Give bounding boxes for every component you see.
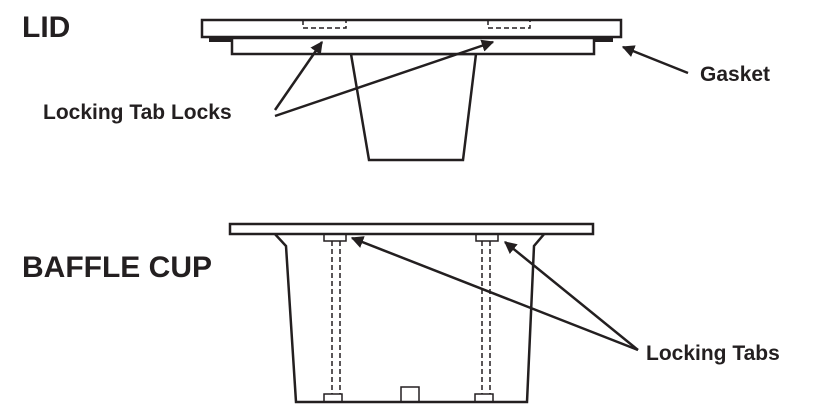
gasket-label: Gasket [700,63,770,86]
baffle-cup-heading: BAFFLE CUP [22,251,212,284]
baffle-cup-drawing [228,222,595,404]
baffle-cup-top-plate [228,222,595,236]
locking-tab-locks-leader-right [274,39,495,118]
locking-tab-lock-left [302,20,347,29]
bottom-tab-right [474,393,494,403]
lid-top-plate [200,18,623,39]
locking-tab-locks-leader-left [273,40,324,111]
bottom-tab-left [323,393,343,403]
gasket-left [209,37,233,42]
lid-heading: LID [22,11,70,44]
locking-tab-left [323,233,347,242]
lid-drawing [200,18,623,162]
locking-tabs-leader-left [350,236,639,352]
locking-tab-locks-label: Locking Tab Locks [43,101,232,124]
bottom-tab-center [400,386,420,403]
locking-tab-lock-right [487,20,531,29]
locking-tabs-label: Locking Tabs [646,342,780,365]
gasket-right [593,37,613,42]
lid-lower-plate [230,36,596,56]
locking-tab-right [475,233,499,242]
gasket-leader [621,45,689,75]
baffle-cup-body [271,231,548,404]
locking-tabs-leader-right [504,241,639,351]
